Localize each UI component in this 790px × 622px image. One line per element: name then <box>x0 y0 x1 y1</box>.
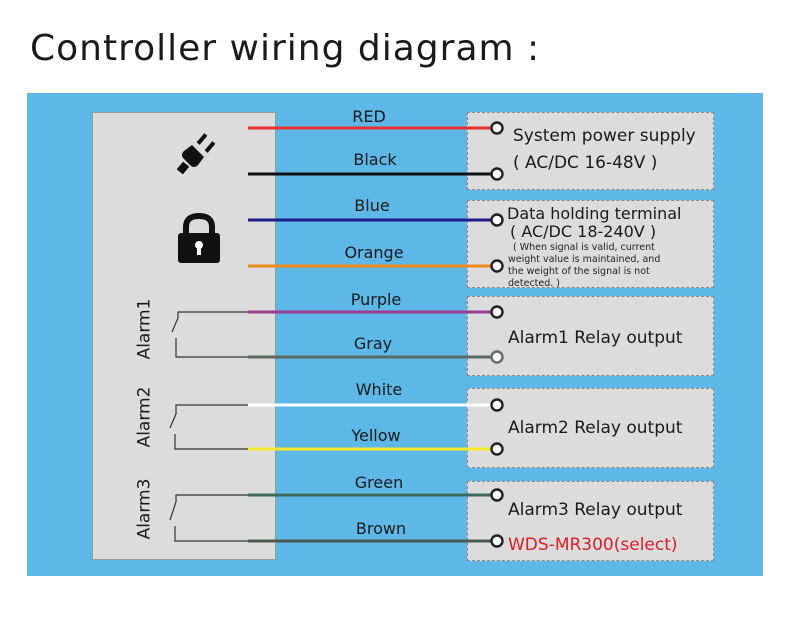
power-supply-box <box>467 112 714 190</box>
power-supply-voltage: ( AC/DC 16-48V ) <box>513 153 658 173</box>
wire-label-black: Black <box>353 150 397 169</box>
terminal-green <box>490 488 504 502</box>
alarm2-output-label: Alarm2 Relay output <box>508 418 683 438</box>
controller-box <box>92 112 276 560</box>
wire-label-orange: Orange <box>344 243 404 262</box>
data-holding-note-2: weight value is maintained, and <box>508 254 661 265</box>
alarm3-relay-switch <box>169 494 248 521</box>
terminal-purple <box>490 305 504 319</box>
alarm3-output-box <box>467 481 714 561</box>
alarm1-output-label: Alarm1 Relay output <box>508 328 683 348</box>
data-holding-note-1: ( When signal is valid, current <box>513 242 655 253</box>
wire-label-white: White <box>355 380 403 399</box>
data-holding-label: Data holding terminal <box>507 204 682 223</box>
terminal-brown <box>490 534 504 548</box>
terminal-white <box>490 398 504 412</box>
terminal-black <box>490 167 504 181</box>
page-title: Controller wiring diagram : <box>30 28 541 69</box>
power-plug-icon <box>176 133 216 175</box>
wire-label-blue: Blue <box>354 196 390 215</box>
data-holding-note-4: detected. ) <box>508 278 561 289</box>
alarm2-output-box <box>467 388 714 468</box>
wire-label-green: Green <box>354 473 404 492</box>
wire-label-brown: Brown <box>355 519 407 538</box>
alarm1-relay-switch <box>171 311 248 333</box>
terminal-gray <box>490 350 504 364</box>
terminal-blue <box>490 213 504 227</box>
padlock-icon <box>178 212 220 263</box>
wire-label-yellow: Yellow <box>351 426 401 445</box>
data-holding-note-3: the weight of the signal is not <box>508 266 650 277</box>
power-supply-label: System power supply <box>513 126 696 146</box>
wds-mr300-select-label: WDS-MR300(select) <box>508 535 678 555</box>
alarm2-label: Alarm2 <box>134 386 155 448</box>
alarm2-relay-switch <box>169 404 248 429</box>
terminal-red <box>490 121 504 135</box>
data-holding-voltage: ( AC/DC 18-240V ) <box>510 222 657 241</box>
terminal-orange <box>490 259 504 273</box>
alarm3-label: Alarm3 <box>134 478 155 540</box>
alarm1-label: Alarm1 <box>134 298 155 360</box>
alarm3-output-label: Alarm3 Relay output <box>508 500 683 520</box>
alarm1-output-box <box>467 296 714 376</box>
data-holding-box <box>467 200 714 288</box>
wire-label-purple: Purple <box>350 290 402 309</box>
wire-label-gray: Gray <box>353 334 393 353</box>
wire-label-red: RED <box>352 107 386 126</box>
terminal-yellow <box>490 442 504 456</box>
